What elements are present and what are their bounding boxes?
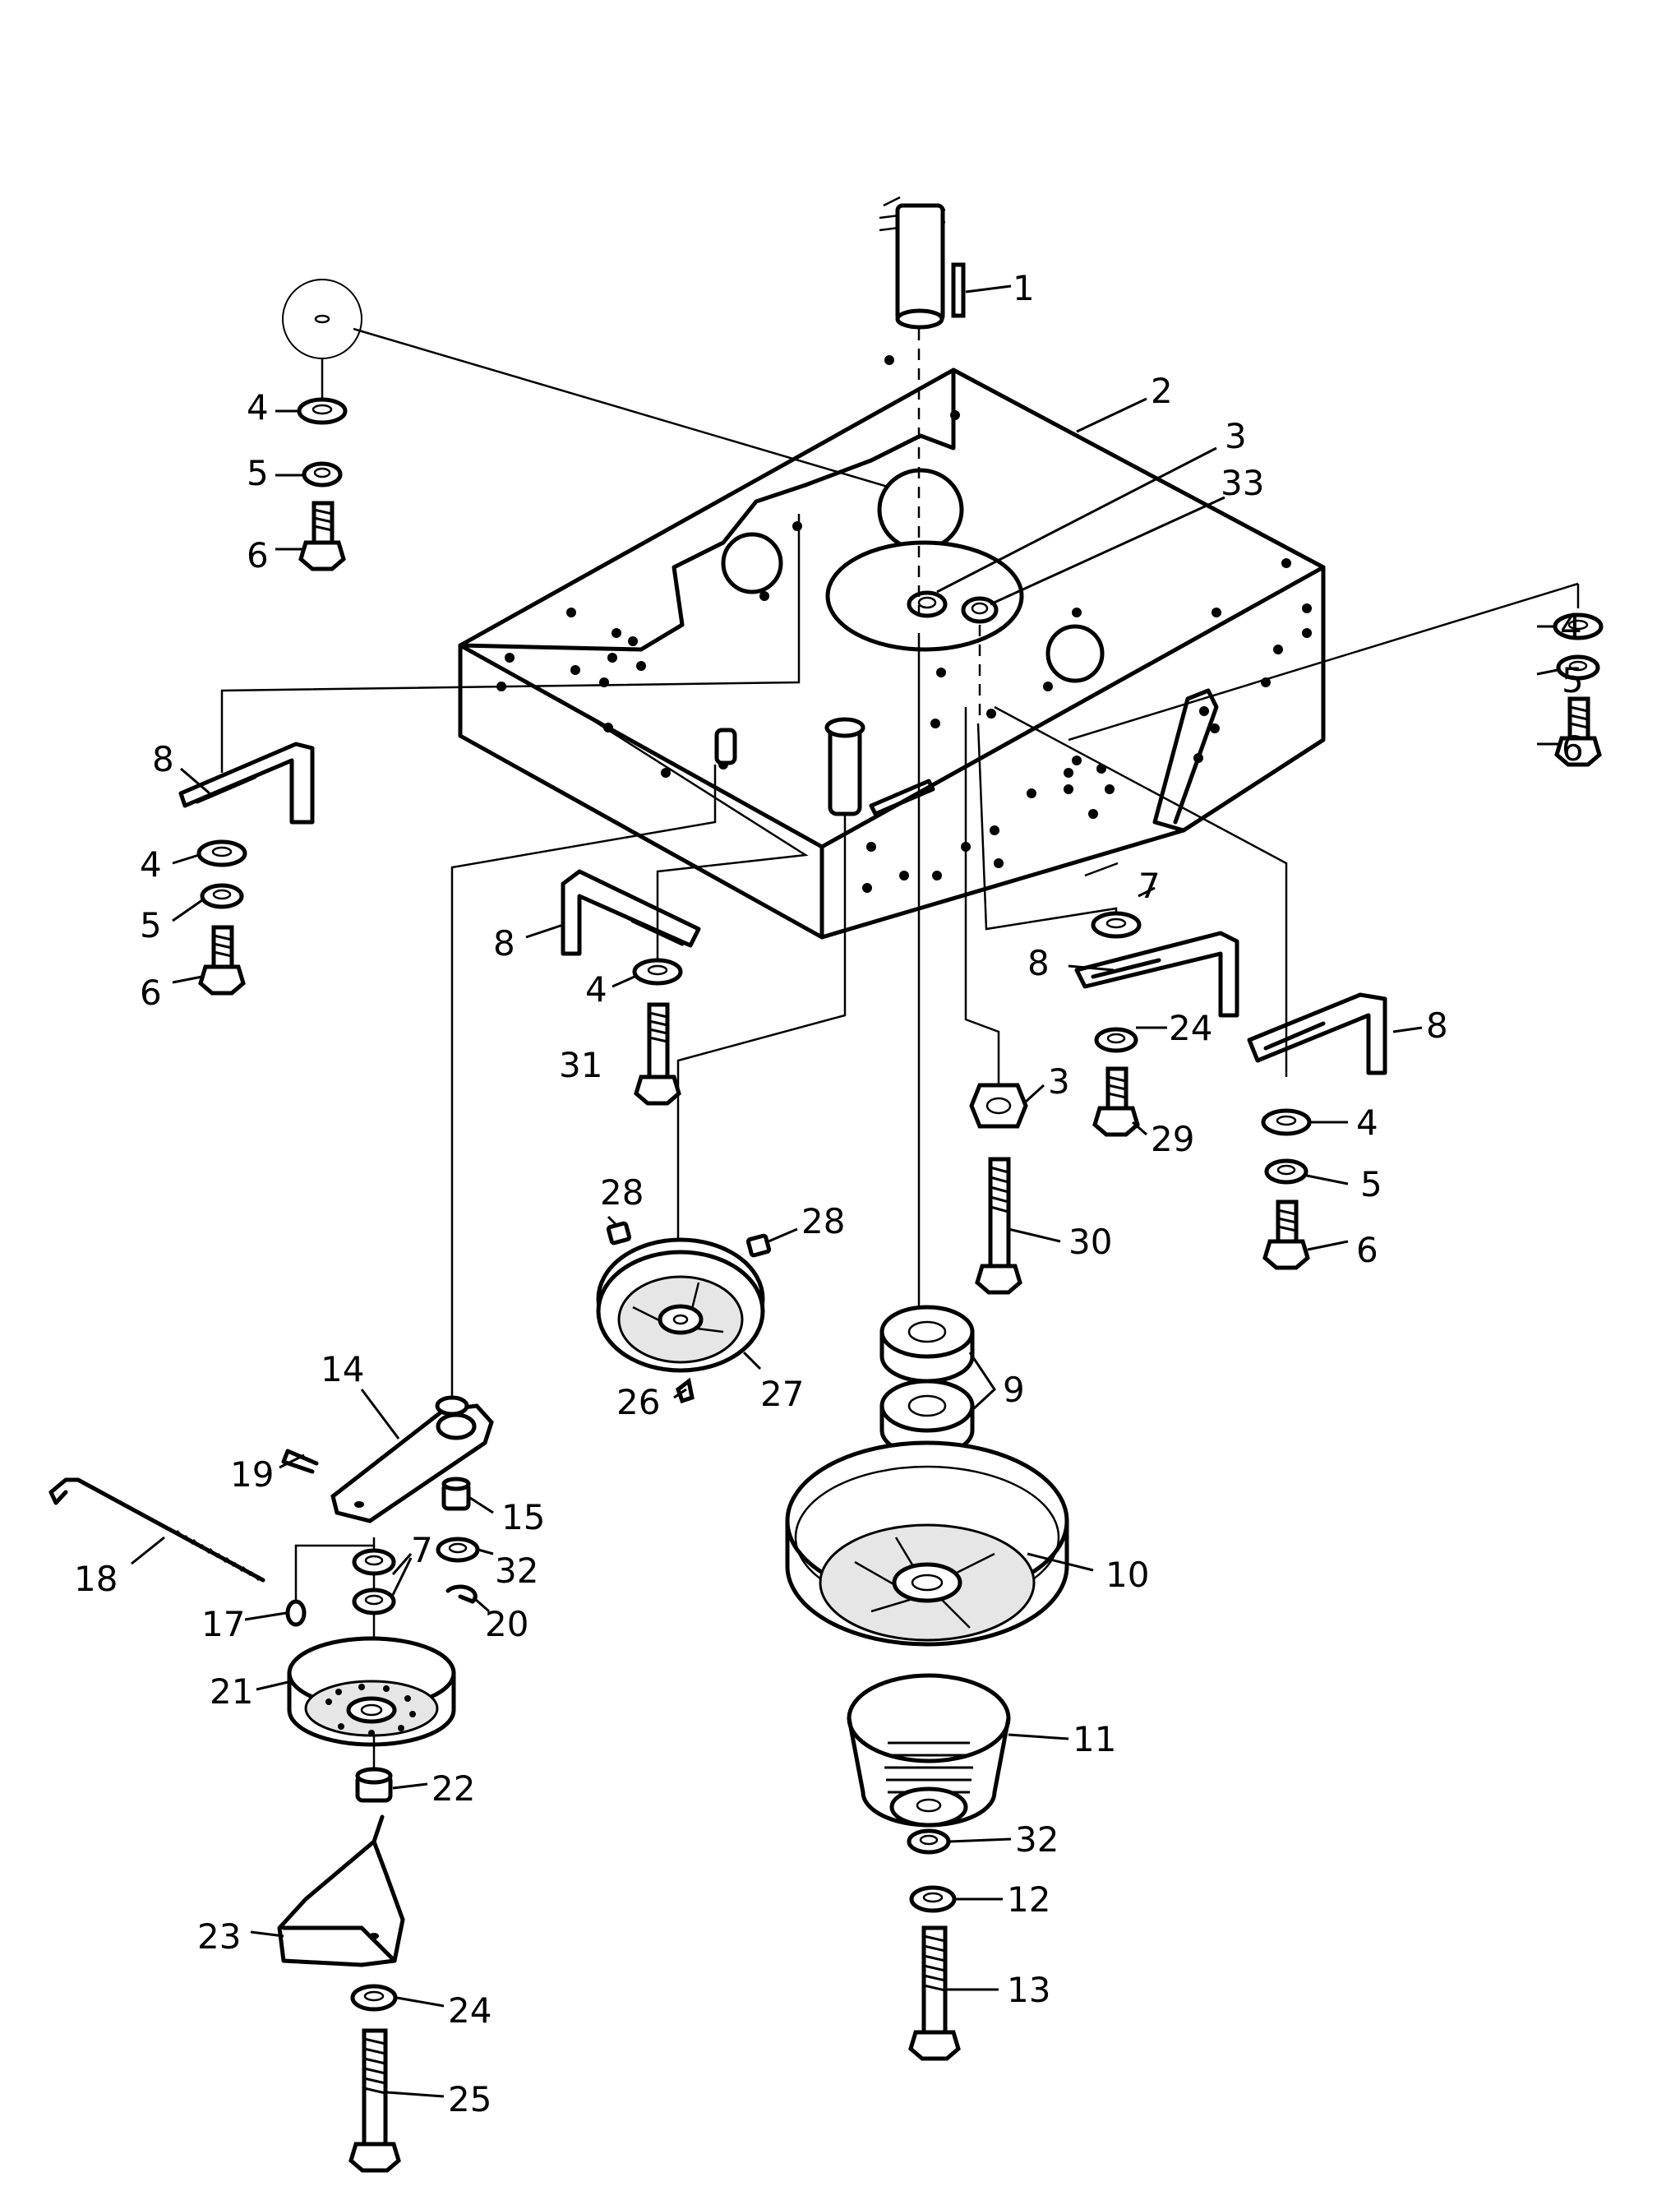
label-5: 5 (1360, 1164, 1382, 1204)
label-4: 4 (1560, 606, 1582, 646)
clutch-11 (847, 1673, 1011, 1828)
deck-holes (496, 355, 1312, 893)
bearing-22 (355, 1767, 393, 1803)
label-26: 26 (616, 1382, 660, 1422)
leader-lines (131, 284, 1562, 2098)
nut-3-and-bolt-30 (969, 1083, 1028, 1295)
bracket-8-left-with-hardware (178, 742, 315, 996)
label-7: 7 (1138, 866, 1161, 906)
idler-pulley-21 (287, 1636, 456, 1747)
label-25: 25 (448, 2079, 492, 2119)
label-5: 5 (140, 905, 162, 945)
label-3: 3 (1225, 416, 1247, 456)
clip-20 (445, 1584, 478, 1604)
label-7: 7 (411, 1530, 433, 1570)
label-4: 4 (1356, 1102, 1378, 1143)
label-24: 24 (1169, 1008, 1212, 1048)
label-24: 24 (448, 1990, 492, 2031)
rod-18-and-nut-17 (48, 1477, 307, 1627)
idler-pulley-27 (596, 1221, 772, 1404)
spacers-9 (879, 1305, 975, 1458)
label-6: 6 (140, 973, 162, 1013)
label-5: 5 (247, 453, 269, 493)
hardware-stack-upper-left (297, 397, 348, 571)
label-32: 32 (495, 1551, 538, 1591)
label-8: 8 (1027, 943, 1050, 983)
label-8: 8 (152, 739, 174, 779)
label-10: 10 (1105, 1555, 1149, 1595)
label-21: 21 (210, 1671, 253, 1712)
label-32: 32 (1015, 1819, 1059, 1860)
washer-32-arm (436, 1537, 480, 1563)
label-31: 31 (559, 1045, 602, 1085)
label-4: 4 (140, 844, 162, 885)
part-1-shaft-and-key (879, 196, 966, 330)
label-5: 5 (1562, 660, 1584, 700)
label-6: 6 (1562, 728, 1584, 769)
bracket-8-right-with-hardware (1247, 992, 1387, 1270)
label-17: 17 (201, 1604, 245, 1644)
bracket-8-center-right-with-hardware (1074, 911, 1239, 1137)
label-28: 28 (801, 1201, 845, 1241)
part-2-deck-housing (458, 355, 1326, 940)
label-14: 14 (321, 1349, 364, 1389)
label-18: 18 (74, 1559, 118, 1599)
label-27: 27 (760, 1374, 804, 1414)
hardware-stack-right (1553, 612, 1604, 767)
label-2: 2 (1151, 371, 1173, 411)
label-4: 4 (247, 387, 269, 428)
part-labels: 1 2 3 33 4 5 6 4 5 6 8 4 5 6 8 4 31 7 8 … (74, 268, 1584, 2119)
label-6: 6 (247, 535, 269, 575)
label-15: 15 (501, 1497, 545, 1537)
pin-19 (281, 1449, 319, 1474)
label-8: 8 (1426, 1005, 1448, 1046)
label-30: 30 (1068, 1222, 1112, 1262)
label-29: 29 (1151, 1119, 1194, 1159)
bracket-8-center-with-hardware (561, 869, 701, 1106)
label-22: 22 (432, 1768, 475, 1809)
label-20: 20 (485, 1604, 528, 1644)
label-1: 1 (1013, 268, 1035, 308)
washers-7-arm (352, 1548, 396, 1615)
label-3: 3 (1048, 1061, 1070, 1102)
label-19: 19 (230, 1454, 274, 1495)
label-4: 4 (585, 969, 607, 1010)
idler-arm-14 (330, 1395, 494, 1523)
label-12: 12 (1007, 1879, 1050, 1920)
main-pulley-10 (785, 1440, 1069, 1647)
label-11: 11 (1073, 1719, 1116, 1759)
connector-lines (220, 327, 1580, 1800)
label-23: 23 (197, 1916, 241, 1957)
bracket-23 (277, 1814, 405, 1967)
label-6: 6 (1356, 1230, 1378, 1270)
washer-24-and-bolt-25 (348, 1984, 401, 2173)
label-8: 8 (493, 923, 515, 964)
spacer-15 (441, 1477, 471, 1511)
label-33: 33 (1221, 463, 1264, 503)
blade-disc-top-left (282, 279, 362, 359)
label-13: 13 (1007, 1970, 1050, 2010)
label-9: 9 (1003, 1370, 1025, 1410)
label-28: 28 (600, 1172, 644, 1213)
hardware-stack-clutch (907, 1828, 961, 2061)
